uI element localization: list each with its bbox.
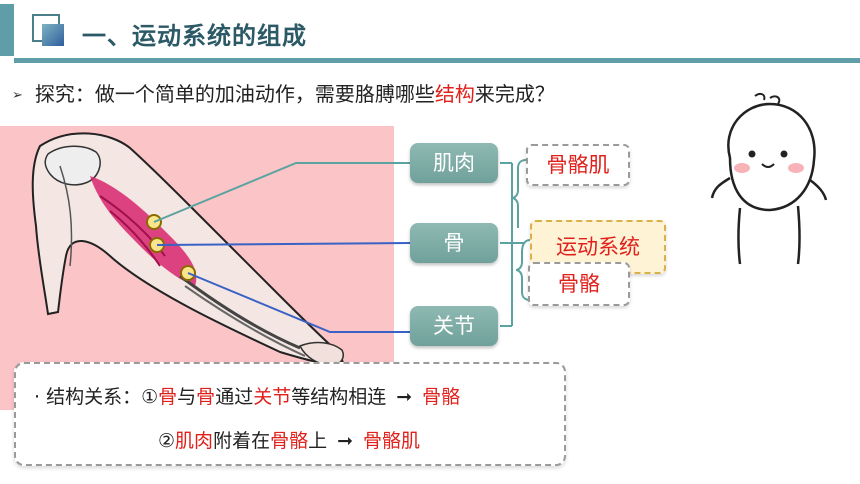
result-skeleton: 骨骼 — [528, 262, 630, 306]
header-underline — [14, 58, 860, 63]
page-title: 一、运动系统的组成 — [82, 22, 307, 50]
arrow-right-icon: ➞ — [337, 430, 354, 452]
summary-box: · 结构关系：①骨与骨通过关节等结构相连➞骨骼 ②肌肉附着在骨骼上➞骨骼肌 — [14, 362, 566, 466]
part-button-muscle[interactable]: 肌肉 — [410, 143, 498, 183]
summary-line-1: · 结构关系：①骨与骨通过关节等结构相连➞骨骼 — [34, 386, 461, 408]
arrow-right-icon: ➞ — [396, 386, 413, 408]
question-prefix: 探究：做一个简单的加油动作，需要胳膊哪些 — [34, 82, 435, 106]
mascot-character-icon — [710, 92, 828, 265]
arrow-bullet-icon: ➢ — [12, 88, 23, 103]
arm-anatomy-image — [31, 132, 346, 368]
question-suffix: 来完成？ — [474, 82, 555, 106]
header-square-icon — [32, 14, 64, 46]
question-highlight: 结构 — [434, 82, 475, 106]
summary-dot: · — [34, 386, 47, 408]
summary-result-2: 骨骼肌 — [363, 430, 421, 452]
summary-result-1: 骨骼 — [422, 386, 461, 408]
header-accent-bar — [0, 4, 14, 56]
question-line: ➢ 探究：做一个简单的加油动作，需要胳膊哪些结构来完成？ — [12, 78, 555, 107]
section-header: 一、运动系统的组成 — [0, 0, 860, 66]
part-button-bone[interactable]: 骨 — [410, 223, 498, 263]
part-button-joint[interactable]: 关节 — [410, 306, 498, 346]
summary-line-2: ②肌肉附着在骨骼上➞骨骼肌 — [158, 430, 421, 452]
result-skeletal-muscle: 骨骼肌 — [526, 144, 630, 186]
